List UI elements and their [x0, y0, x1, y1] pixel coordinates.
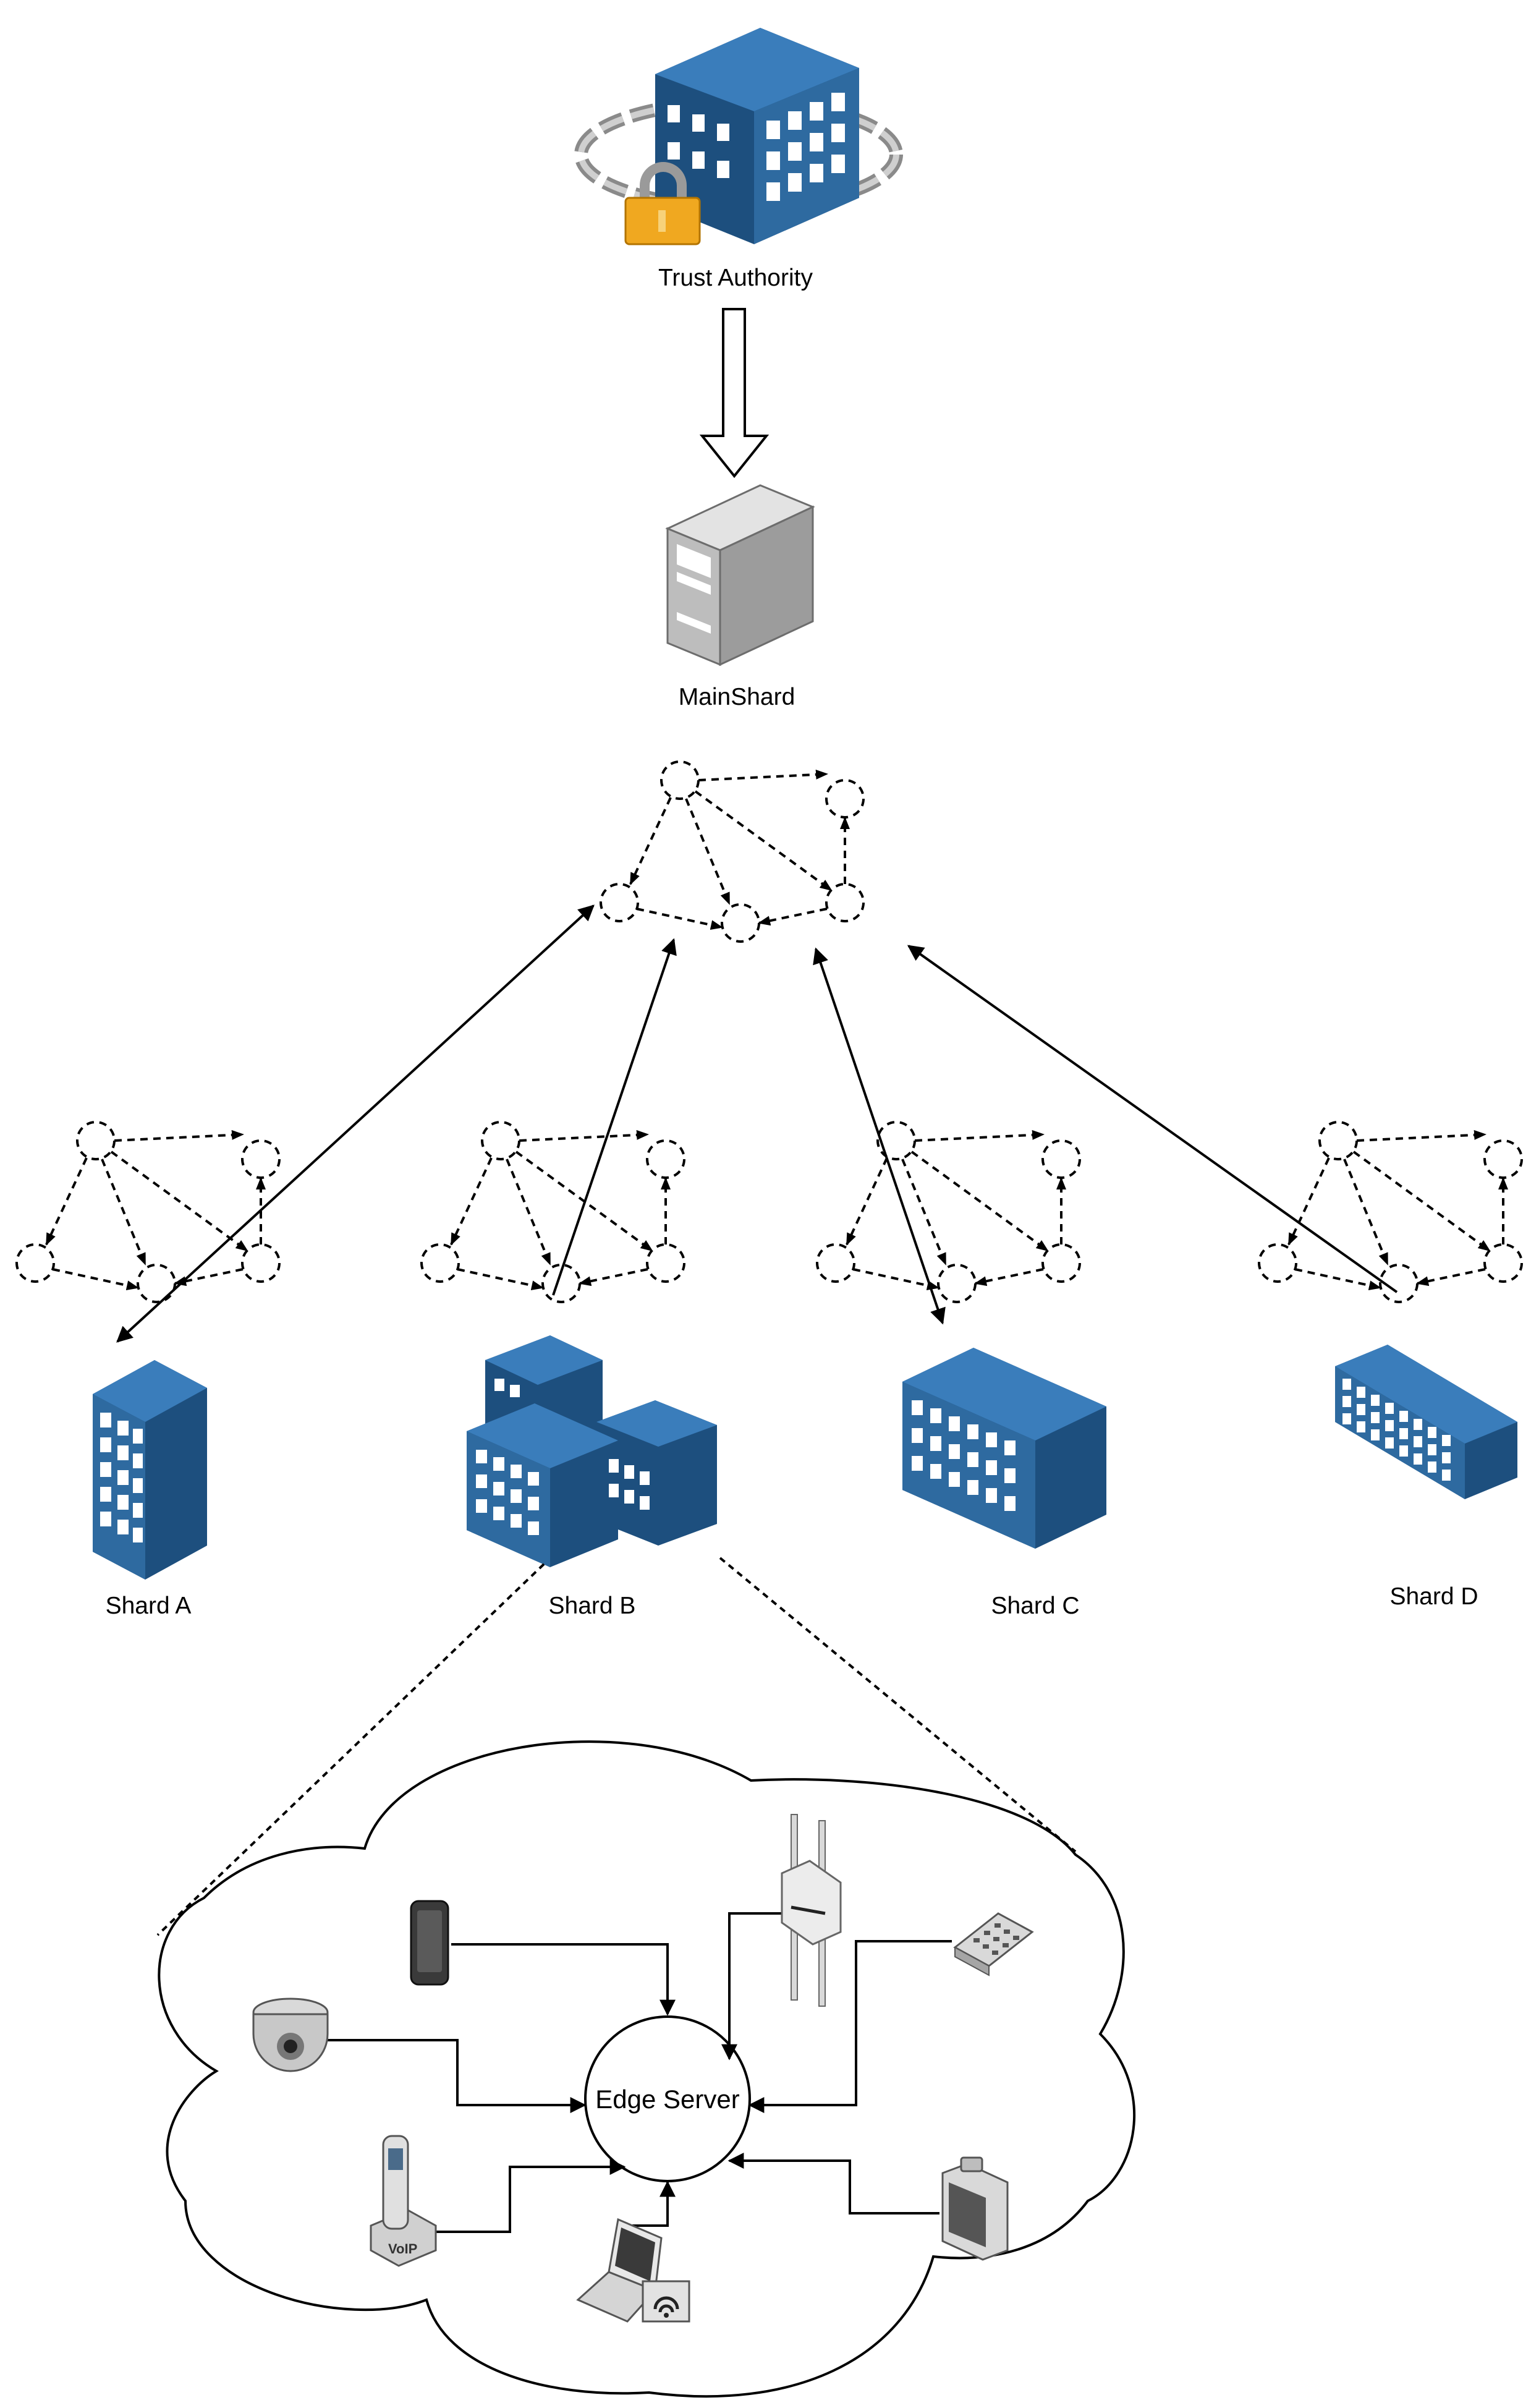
smartphone-icon — [410, 1900, 449, 1986]
laptop-wifi-icon — [576, 2218, 690, 2323]
shard-b-building-icon — [467, 1335, 717, 1567]
wireless-access-point-icon — [781, 1814, 842, 2007]
shard-b-label: Shard B — [549, 1593, 636, 1619]
trust-to-mainshard-arrow — [699, 308, 770, 479]
keypad-icon — [953, 1912, 1034, 1976]
voip-phone-icon: VoIP — [370, 2135, 437, 2267]
shard-b-graph — [420, 1121, 685, 1303]
main-shard-server-icon — [665, 484, 815, 666]
shard-d-building-icon — [1335, 1345, 1517, 1499]
main-shard-graph — [600, 760, 865, 943]
security-camera-icon — [252, 1997, 329, 2072]
shard-c-label: Shard C — [991, 1593, 1079, 1619]
shard-a-building-icon — [93, 1360, 207, 1580]
shard-d-graph — [1258, 1121, 1523, 1303]
trust-authority-label: Trust Authority — [658, 265, 813, 291]
main-shard-label: MainShard — [679, 684, 795, 710]
zoom-lines — [156, 1557, 1077, 1936]
shard-links — [116, 904, 1398, 1343]
video-terminal-icon — [941, 2156, 1009, 2261]
device-links — [328, 1912, 952, 2275]
shard-c-graph — [816, 1121, 1081, 1303]
shard-d-label: Shard D — [1389, 1583, 1478, 1610]
shard-a-label: Shard A — [106, 1593, 192, 1619]
edge-server-label: Edge Server — [595, 2085, 739, 2114]
trust-authority-icon — [574, 28, 903, 245]
shard-a-graph — [15, 1121, 281, 1303]
svg-text:VoIP: VoIP — [388, 2241, 417, 2257]
shard-c-building-icon — [902, 1348, 1106, 1549]
